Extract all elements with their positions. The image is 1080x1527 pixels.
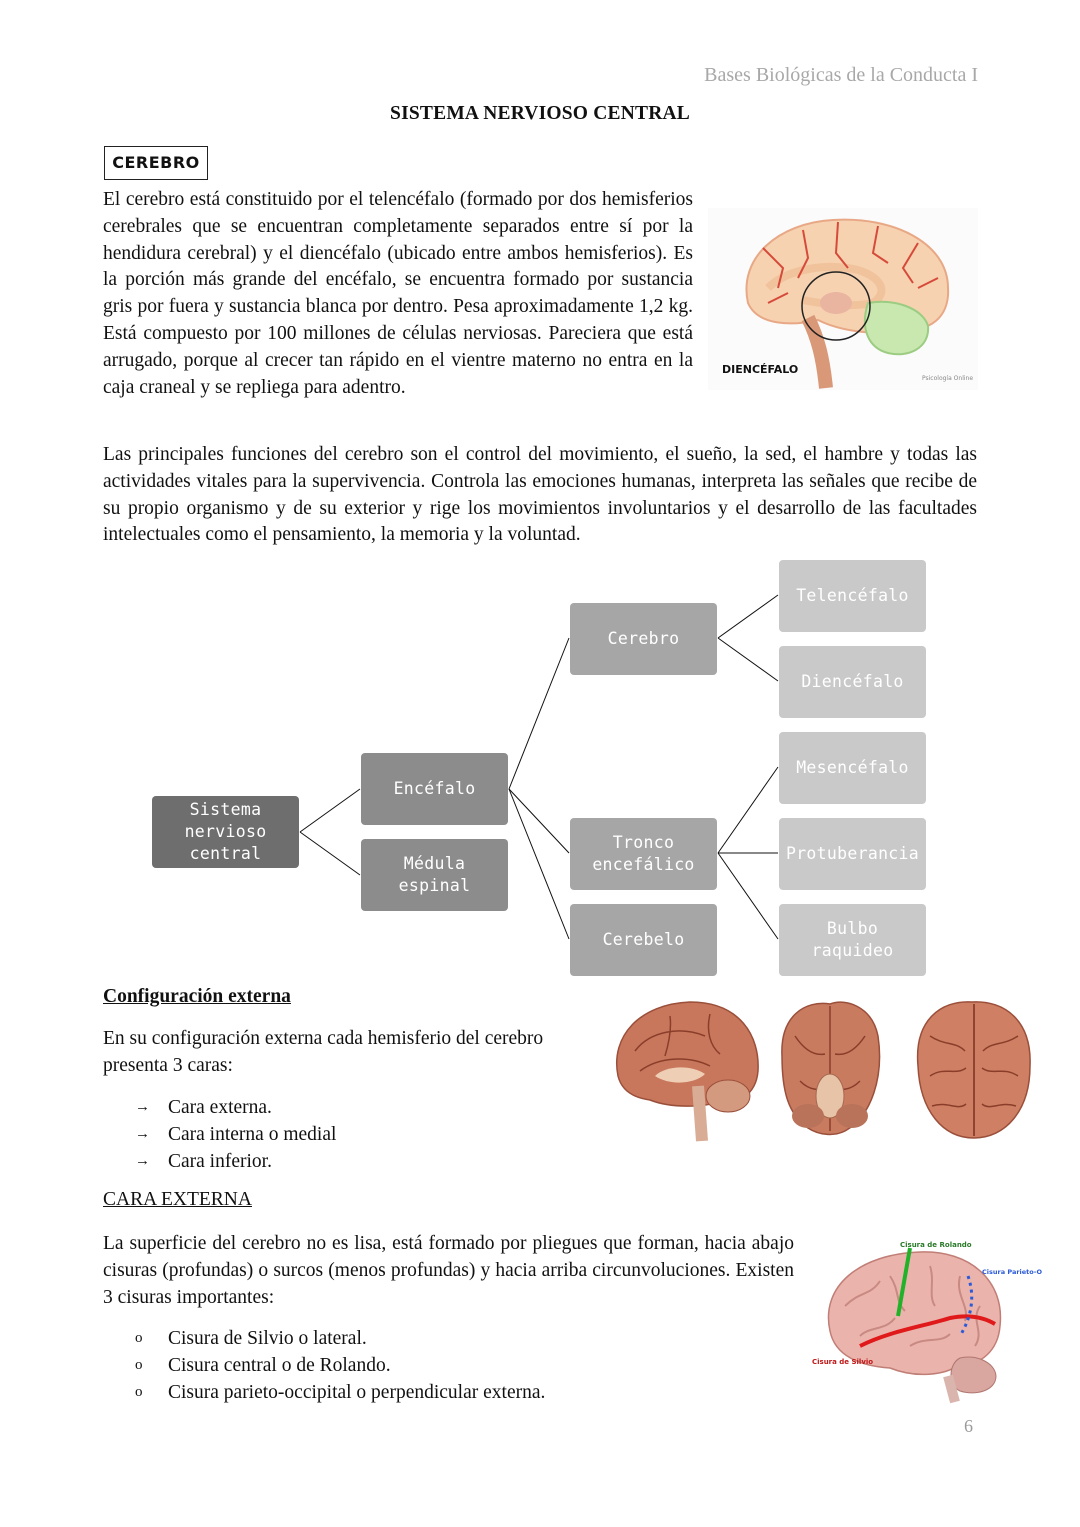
label-cisura-parieto: Cisura Parieto-Occipital bbox=[982, 1268, 1042, 1276]
page-title: SISTEMA NERVIOSO CENTRAL bbox=[390, 103, 690, 124]
node-bulbo-raquideo: Bulbo raquideo bbox=[779, 904, 926, 976]
node-tronco-encefalico: Tronco encefálico bbox=[570, 818, 717, 890]
list-item: →Cara externa. bbox=[103, 1094, 336, 1121]
node-mesencefalo: Mesencéfalo bbox=[779, 732, 926, 804]
cara-externa-paragraph: La superficie del cerebro no es lisa, es… bbox=[103, 1233, 794, 1308]
circle-bullet-icon: o bbox=[135, 1330, 143, 1346]
node-medula-espinal: Médula espinal bbox=[361, 839, 508, 911]
page-number: 6 bbox=[964, 1416, 973, 1436]
figure1-credit: Psicología Online bbox=[922, 375, 973, 382]
label-cisura-silvio: Cisura de Silvio bbox=[812, 1358, 873, 1366]
node-telencefalo: Telencéfalo bbox=[779, 560, 926, 632]
node-cerebelo: Cerebelo bbox=[570, 904, 717, 976]
functions-paragraph: Las principales funciones del cerebro so… bbox=[103, 444, 977, 546]
list-item: →Cara inferior. bbox=[103, 1148, 336, 1175]
node-encefalo: Encéfalo bbox=[361, 753, 508, 825]
list-item: →Cara interna o medial bbox=[103, 1121, 336, 1148]
brain-sagittal-image: DIENCÉFALO Psicología Online bbox=[708, 208, 978, 390]
running-header: Bases Biológicas de la Conducta I bbox=[704, 64, 978, 86]
arrow-bullet-icon: → bbox=[135, 1099, 150, 1115]
cara-externa-heading: CARA EXTERNA bbox=[103, 1189, 252, 1210]
circle-bullet-icon: o bbox=[135, 1384, 143, 1400]
node-cerebro: Cerebro bbox=[570, 603, 717, 675]
circle-bullet-icon: o bbox=[135, 1357, 143, 1373]
configuracion-paragraph: En su configuración externa cada hemisfe… bbox=[103, 1028, 544, 1076]
caras-list: →Cara externa. →Cara interna o medial →C… bbox=[103, 1094, 336, 1175]
node-diencefalo: Diencéfalo bbox=[779, 646, 926, 718]
brain-three-views-image bbox=[610, 996, 1038, 1146]
configuracion-externa-heading: Configuración externa bbox=[103, 986, 291, 1007]
node-sistema-nervioso-central: Sistema nervioso central bbox=[152, 796, 299, 868]
arrow-bullet-icon: → bbox=[135, 1153, 150, 1169]
figure1-label: DIENCÉFALO bbox=[722, 363, 798, 376]
section-box-label: CEREBRO bbox=[104, 146, 208, 180]
node-protuberancia: Protuberancia bbox=[779, 818, 926, 890]
intro-paragraph: El cerebro está constituido por el telen… bbox=[103, 189, 693, 398]
label-cisura-rolando: Cisura de Rolando bbox=[900, 1241, 972, 1249]
brain-lateral-fissures-image: Cisura de Rolando Cisura Parieto-Occipit… bbox=[810, 1236, 1042, 1404]
arrow-bullet-icon: → bbox=[135, 1126, 150, 1142]
